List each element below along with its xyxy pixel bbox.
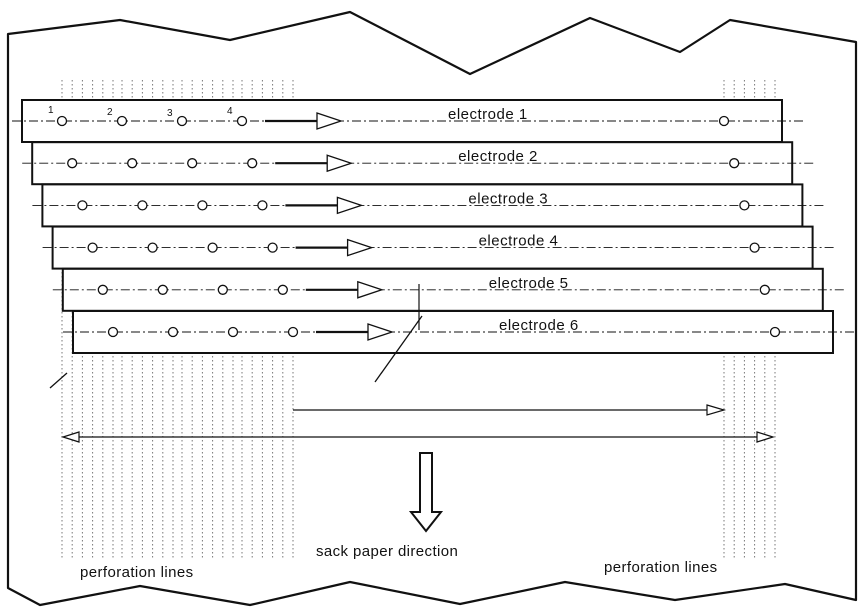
electrode-label: electrode 5 (489, 275, 569, 292)
electrode-label: electrode 6 (499, 317, 579, 334)
perforation-hole (739, 200, 750, 211)
electrode-bar: electrode 4 (42, 225, 835, 270)
hole-number-3: 3 (167, 108, 173, 119)
perforation-hole (257, 200, 268, 211)
perforation-hole (197, 200, 208, 211)
electrode-label: electrode 1 (448, 106, 528, 123)
perforation-hole (769, 326, 781, 338)
perforation-hole (56, 115, 68, 127)
perforation-hole (167, 326, 179, 338)
movement-arrow-head (336, 196, 364, 215)
electrode-label: electrode 3 (468, 190, 548, 207)
hole-number-2: 2 (107, 107, 113, 118)
electrode-label: electrode 2 (458, 148, 538, 165)
perforation-hole (729, 158, 740, 169)
electrode-bar: electrode 1 (12, 99, 804, 143)
paper-sheet-outline (6, 10, 858, 607)
perforation-hole (137, 200, 148, 211)
movement-arrow-head (346, 238, 374, 257)
perforation-hole (157, 284, 168, 295)
distance-arrow-long (60, 431, 776, 443)
movement-arrow-head (326, 154, 354, 173)
slant-mark-center (374, 315, 423, 383)
perforation-hole (187, 158, 198, 169)
movement-arrow-head (316, 112, 344, 130)
perforation-lines-label-left: perforation lines (80, 564, 194, 581)
electrode-label: electrode 4 (479, 233, 559, 250)
perforation-hole (147, 242, 158, 253)
perforation-hole (97, 284, 108, 295)
electrode-bar: electrode 5 (52, 267, 845, 312)
perforation-hole (718, 115, 730, 127)
perforation-hole (67, 158, 78, 169)
perforation-hole (127, 158, 138, 169)
perforation-hole (277, 284, 288, 295)
perforation-hole (236, 115, 248, 127)
slant-mark-left (49, 372, 68, 389)
perforation-hole (759, 284, 770, 295)
electrode-bar: electrode 3 (32, 183, 825, 228)
movement-arrow-head (357, 280, 384, 299)
electrode-bar: electrode 2 (22, 141, 815, 186)
perforation-hole (217, 284, 228, 295)
perforation-lines-label-right: perforation lines (604, 559, 718, 576)
perforation-hole (107, 326, 119, 338)
perforation-hole (77, 200, 88, 211)
perforation-hole (227, 326, 239, 338)
electrode-bar: electrode 6 (63, 310, 855, 354)
paper-direction-arrow (408, 452, 444, 533)
perforation-hole (116, 115, 128, 127)
hole-number-4: 4 (227, 106, 233, 117)
perforation-hole (247, 158, 258, 169)
perforation-hole (87, 242, 98, 253)
perforation-hole (176, 115, 188, 127)
electrode-stack: electrode 1 electrode 2 electrode 3 electro… (12, 99, 855, 354)
perforation-hole (267, 242, 278, 253)
perforation-hole (287, 326, 299, 338)
movement-arrow-head (367, 323, 395, 341)
perforation-hole (749, 242, 760, 253)
hole-number-1: 1 (48, 105, 54, 116)
perforation-hole (207, 242, 218, 253)
distance-arrow-short (293, 404, 727, 416)
sack-paper-direction-label: sack paper direction (316, 543, 458, 560)
